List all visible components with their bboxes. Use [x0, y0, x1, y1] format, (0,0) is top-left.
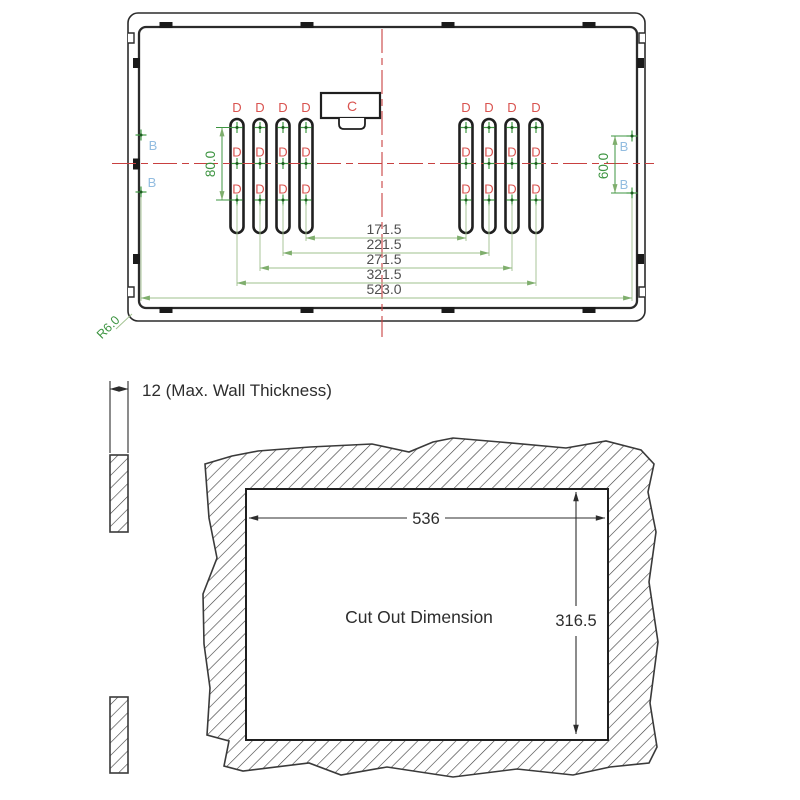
- connector-body: [319, 91, 382, 120]
- slot-label-d: D: [255, 100, 264, 115]
- wall-section-upper: [109, 454, 129, 533]
- dim-slot-span-80: 80.0: [203, 127, 233, 201]
- dimension-chain: 171.5 221.5 271.5 321.5 523.0: [140, 197, 633, 301]
- wall-thickness-dim: 12 (Max. Wall Thickness): [109, 381, 332, 453]
- slot-label-d: D: [301, 182, 310, 197]
- mount-hole-label-b: B: [620, 139, 629, 154]
- cutout-width-label: 536: [412, 510, 440, 528]
- panel-rear-view: C D D D D D D D D D D: [94, 12, 654, 342]
- cutout-height-label: 316.5: [555, 612, 596, 630]
- panel-side-notches: [128, 32, 645, 298]
- dim-60-label: 60.0: [596, 153, 611, 179]
- edge-tab: [582, 307, 596, 313]
- connector-label-c: C: [347, 98, 357, 114]
- side-notch: [638, 32, 645, 44]
- dim-chain-221-5: 221.5: [366, 236, 401, 252]
- mount-hole-label-b: B: [149, 138, 158, 153]
- slot-label-d: D: [232, 145, 241, 160]
- side-notch: [128, 32, 135, 44]
- corner-radius-callout: R6.0: [94, 313, 133, 342]
- dim-chain-271-5: 271.5: [366, 251, 401, 267]
- edge-tab: [582, 22, 596, 28]
- dim-mount-span-60: 60.0: [596, 135, 629, 194]
- edge-tab: [133, 58, 140, 68]
- slot-label-d: D: [278, 145, 287, 160]
- slot-label-d: D: [301, 145, 310, 160]
- edge-tab: [300, 307, 314, 313]
- slot-label-d: D: [507, 145, 516, 160]
- edge-tab: [300, 22, 314, 28]
- slot-label-d: D: [255, 145, 264, 160]
- dim-chain-523-0: 523.0: [366, 281, 401, 297]
- cutout-height-dim: 316.5: [555, 491, 597, 735]
- edge-tab: [133, 158, 140, 170]
- slot-label-d: D: [507, 100, 516, 115]
- slot-labels: D D D D D D D D D D D D D D D D D D D D …: [232, 100, 540, 197]
- edge-tab: [441, 22, 455, 28]
- slot-label-d: D: [484, 182, 493, 197]
- edge-tab: [637, 58, 644, 68]
- slot-label-d: D: [232, 100, 241, 115]
- connector-notch: [338, 118, 366, 130]
- panel-edge-tabs: [133, 22, 644, 313]
- dim-chain-321-5: 321.5: [366, 266, 401, 282]
- dim-80-label: 80.0: [203, 151, 218, 177]
- slot-label-d: D: [461, 182, 470, 197]
- cutout-label: Cut Out Dimension: [345, 607, 493, 627]
- edge-tab: [159, 307, 173, 313]
- slot-label-d: D: [232, 182, 241, 197]
- edge-tab: [637, 254, 644, 264]
- side-notch: [638, 286, 645, 298]
- slot-label-d: D: [531, 145, 540, 160]
- slot-label-d: D: [278, 100, 287, 115]
- wall-thickness-note: 12 (Max. Wall Thickness): [142, 381, 332, 400]
- mount-hole-label-b: B: [148, 175, 157, 190]
- centerlines: [112, 29, 654, 337]
- mount-hole-labels: B B B B: [148, 138, 629, 192]
- dim-chain-171-5: 171.5: [366, 221, 401, 237]
- slot-label-d: D: [301, 100, 310, 115]
- cutout-width-dim: 536: [248, 510, 606, 528]
- wall-section-lower: [109, 696, 129, 774]
- slot-label-d: D: [461, 100, 470, 115]
- side-notch: [128, 286, 135, 298]
- slot-label-d: D: [278, 182, 287, 197]
- slot-label-d: D: [484, 100, 493, 115]
- slot-label-d: D: [255, 182, 264, 197]
- slot-label-d: D: [461, 145, 470, 160]
- slot-label-d: D: [531, 182, 540, 197]
- slot-label-d: D: [484, 145, 493, 160]
- wall-section-view: 12 (Max. Wall Thickness) 536 316.5 Cut O…: [109, 381, 659, 778]
- mount-hole-label-b: B: [620, 177, 629, 192]
- edge-tab: [441, 307, 455, 313]
- cutout-rect: [245, 488, 609, 741]
- connector-box: C: [319, 91, 382, 130]
- slot-label-d: D: [507, 182, 516, 197]
- edge-tab: [133, 254, 140, 264]
- slot-label-d: D: [531, 100, 540, 115]
- edge-tab: [159, 22, 173, 28]
